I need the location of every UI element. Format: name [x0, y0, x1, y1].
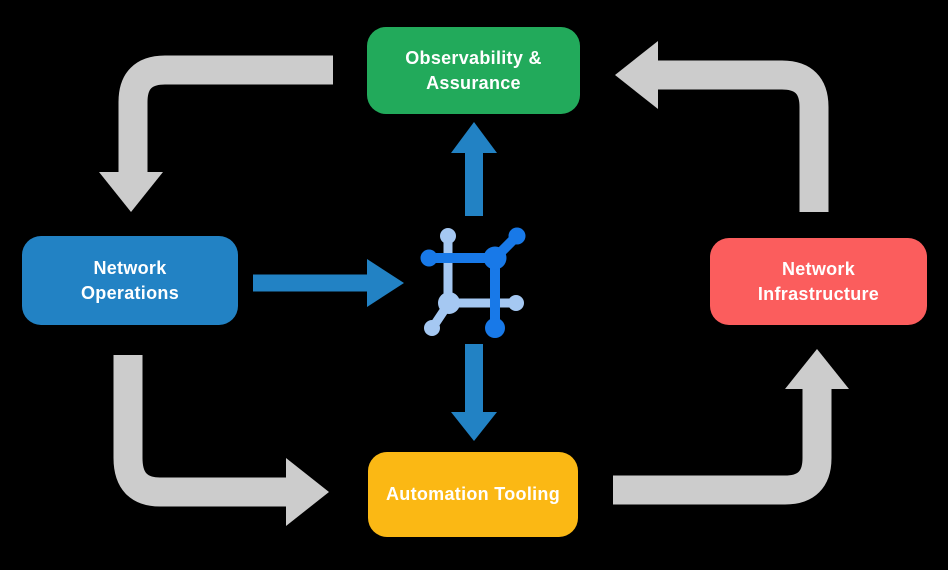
arrow-center-to-observability: [451, 122, 497, 216]
node-observability-assurance: Observability & Assurance: [367, 27, 580, 114]
node-label: Automation Tooling: [385, 484, 561, 505]
node-automation-tooling: Automation Tooling: [368, 452, 578, 537]
node-label: Network Operations: [80, 258, 180, 303]
arrow-operations-to-automation: [113, 355, 329, 526]
network-mesh-icon: [420, 227, 526, 338]
arrow-infrastructure-to-observability: [615, 41, 829, 212]
arrow-automation-to-infrastructure: [613, 349, 849, 505]
node-network-infrastructure: Network Infrastructure: [710, 238, 927, 325]
arrow-observability-to-operations: [99, 55, 333, 212]
node-network-operations: Network Operations: [22, 236, 238, 325]
node-label: Observability & Assurance: [405, 48, 542, 93]
arrow-center-to-automation: [451, 344, 497, 441]
node-label: Network Infrastructure: [757, 259, 880, 304]
arrow-operations-to-center: [253, 259, 404, 307]
